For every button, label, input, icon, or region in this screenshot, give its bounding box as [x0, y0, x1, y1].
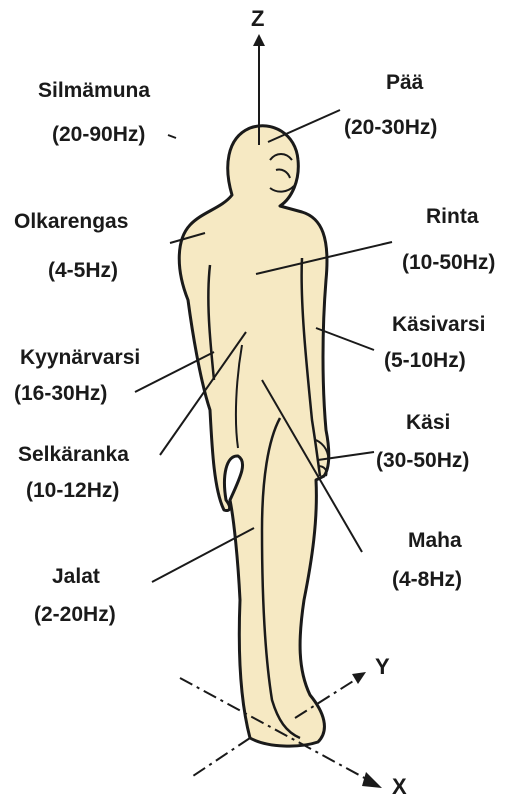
label-kasivarsi-freq: (5-10Hz)	[384, 350, 466, 371]
y-axis-label: Y	[375, 656, 390, 678]
label-kasi-name: Käsi	[406, 412, 450, 433]
label-paa-name: Pää	[386, 72, 423, 93]
label-silmamuna-freq: (20-90Hz)	[52, 124, 145, 145]
label-paa-freq: (20-30Hz)	[344, 117, 437, 138]
label-jalat-freq: (2-20Hz)	[34, 604, 116, 625]
label-rinta-freq: (10-50Hz)	[402, 252, 495, 273]
y-axis-arrow	[352, 672, 366, 684]
leader-kasivarsi	[316, 328, 374, 350]
label-selkaranka-freq: (10-12Hz)	[26, 480, 119, 501]
label-silmamuna-name: Silmämuna	[38, 80, 150, 101]
label-rinta-name: Rinta	[426, 206, 479, 227]
label-kyynarvarsi-freq: (16-30Hz)	[14, 383, 107, 404]
label-olkarengas-name: Olkarengas	[14, 211, 128, 232]
z-axis-label: Z	[251, 8, 264, 30]
x-axis-arrow	[362, 772, 382, 788]
label-kasi-freq: (30-50Hz)	[376, 450, 469, 471]
x-axis-label: X	[392, 776, 407, 798]
label-maha-name: Maha	[408, 530, 462, 551]
leader-silmamuna	[168, 135, 176, 138]
axis-extension	[190, 738, 250, 778]
label-maha-freq: (4-8Hz)	[392, 569, 462, 590]
label-olkarengas-freq: (4-5Hz)	[48, 260, 118, 281]
leader-paa	[268, 110, 340, 142]
label-kasivarsi-name: Käsivarsi	[392, 314, 485, 335]
z-axis-arrow	[253, 34, 265, 46]
label-kyynarvarsi-name: Kyynärvarsi	[20, 347, 140, 368]
human-body	[179, 126, 329, 746]
label-selkaranka-name: Selkäranka	[18, 444, 129, 465]
label-jalat-name: Jalat	[52, 566, 100, 587]
